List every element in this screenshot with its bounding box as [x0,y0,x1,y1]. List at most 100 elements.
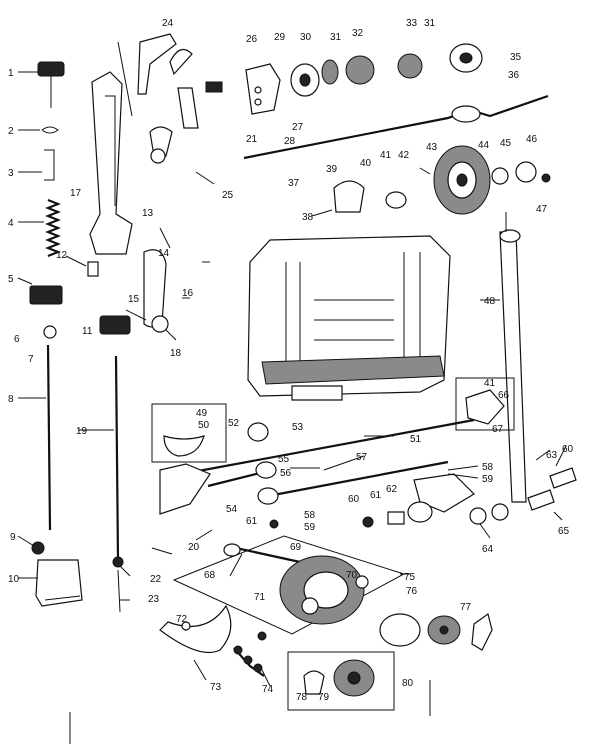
machine-head-body [247,235,451,401]
gear-part [397,53,423,79]
frame-inner-edge [105,95,116,206]
callout-76: 76 [406,586,418,597]
belt-part [499,231,527,503]
callout-70: 70 [346,570,358,581]
callout-12: 12 [56,250,68,261]
presser-screw-part [31,541,45,555]
washer-part [491,167,509,185]
crank-part [465,389,505,425]
callout-68: 68 [204,570,216,581]
callout-33: 33 [406,18,418,29]
take-up-lever-assembly [117,33,223,185]
presser-foot-ridge [44,595,81,601]
leader-lines [17,71,567,687]
shuttle-rock-shaft-crank-part [159,463,211,515]
screw-part [269,519,279,529]
callout-75: 75 [404,572,416,583]
crank-hole [254,98,262,106]
callout-43: 43 [426,142,438,153]
callout-30: 30 [300,32,312,43]
bobbin-winder-pulley [385,191,407,209]
thumb-screw-part [37,61,65,77]
needle-bar-frame-part [89,71,133,255]
rock-shaft-part [181,418,475,476]
feed-dog-crank-part [413,473,475,513]
callout-72: 72 [176,614,188,625]
needle-bar-link-stud [151,315,169,333]
callout-64: 64 [482,544,494,555]
callout-1: 1 [8,68,14,79]
crank-part [149,126,173,157]
clutch-knob-part [515,161,537,183]
callout-59: 59 [482,474,494,485]
leader-line [117,41,133,117]
callout-73: 73 [210,682,222,693]
callout-78: 78 [296,692,308,703]
crank-hole [254,86,262,94]
callout-28: 28 [284,136,296,147]
callout-47: 47 [536,204,548,215]
chain-link [243,655,253,665]
screw-part [387,511,405,525]
callout-leaders-left [17,71,190,579]
presser-spring-part [45,198,61,258]
worm-gear-part [345,55,375,85]
screw-part [541,173,551,183]
callout-25: 25 [222,190,234,201]
callout-15: 15 [128,294,140,305]
callout-6: 6 [14,334,20,345]
callout-58b: 58 [304,510,316,521]
callout-22: 22 [150,574,162,585]
shaft-end-part [223,543,241,557]
bobbin-hub [439,625,449,635]
callout-48: 48 [484,296,496,307]
shaft-collar-part [451,105,481,123]
screw-part [527,489,555,511]
callout-53: 53 [292,422,304,433]
shuttle-driver-part [163,435,205,457]
callout-21: 21 [246,134,258,145]
callout-leaders-right [119,167,567,687]
feed-bar-part [261,355,445,385]
callout-14: 14 [158,248,170,259]
callout-31: 31 [330,32,342,43]
handwheel-bore [456,173,468,187]
detail-box [287,651,395,711]
callout-9: 9 [10,532,16,543]
callout-61: 61 [370,490,382,501]
callout-74: 74 [262,684,274,695]
callout-52: 52 [228,418,240,429]
callout-24: 24 [162,18,174,29]
shuttle-pin-part [355,575,369,589]
callout-67: 67 [492,424,504,435]
callout-16: 16 [182,288,194,299]
callout-8: 8 [8,394,14,405]
callout-60b: 60 [348,494,360,505]
eccentric-part [469,507,487,525]
callout-79: 79 [318,692,330,703]
needle-part [117,569,121,613]
machine-frame-part [247,235,451,397]
needle-bar-connecting-stud-part [99,315,131,335]
presser-foot-part [35,559,83,607]
callout-69: 69 [290,542,302,553]
bobbin-case-center [347,671,361,685]
callout-4: 4 [8,218,14,229]
link-eye-part [255,461,277,479]
callout-numbers: 1 2 3 4 5 6 7 8 9 10 11 12 13 14 15 16 1… [8,18,574,703]
chain-link [233,645,243,655]
shuttle-assembly [172,535,406,635]
callout-57: 57 [356,452,368,463]
callout-58: 58 [482,462,494,473]
callout-18: 18 [170,348,182,359]
callout-27: 27 [292,122,304,133]
callout-59b: 59 [304,522,316,533]
lever-link-part [177,87,199,129]
frame-pin-part [87,261,99,277]
race-pin-part [181,621,191,631]
callout-31b: 31 [424,18,436,29]
frame-hatching [314,299,394,341]
shuttle-race-ring-part [159,604,232,654]
detail-box [455,377,515,431]
